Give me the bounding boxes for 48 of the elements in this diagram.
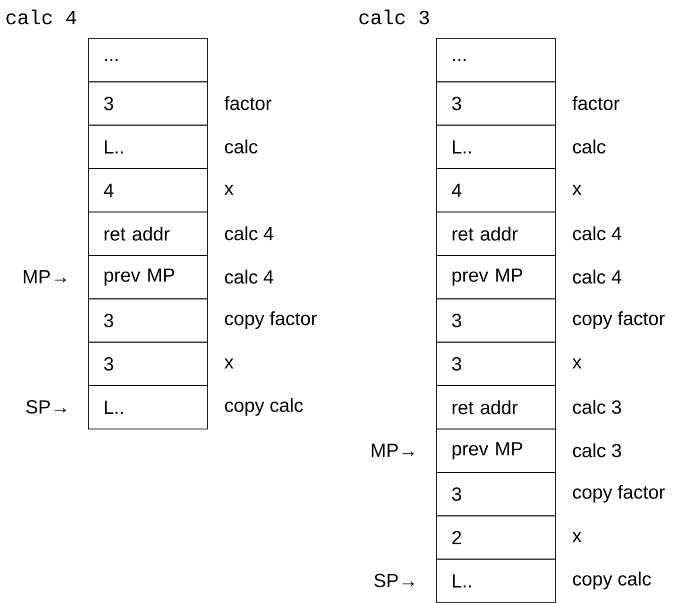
stack-cell: 2 [436, 515, 556, 560]
cell-note: copy calc [573, 572, 651, 590]
stack-cell: ... [436, 38, 556, 82]
cell-note: calc 4 [225, 226, 274, 240]
cell-note: x [224, 184, 234, 195]
cell-note: factor [572, 96, 620, 110]
stack-cell: 3 [436, 81, 556, 126]
stack-cell: 4 [436, 168, 556, 212]
cell-note: calc 3 [573, 400, 621, 414]
cell-note: x [224, 358, 234, 369]
stack-cell: 3 [436, 472, 556, 516]
cell-note: calc [573, 140, 606, 154]
pointer-label: MP→ [372, 444, 414, 457]
cell-note: x [572, 532, 582, 542]
cell-note: x [572, 358, 582, 369]
cell-note: calc [225, 140, 258, 154]
stack-cell: L.. [88, 124, 208, 169]
cell-note: calc 4 [573, 270, 622, 284]
stack-cell: 3 [88, 298, 208, 343]
pointer-label: MP→ [24, 270, 66, 284]
cell-note: copy factor [225, 311, 317, 329]
stack-cell: prev MP [88, 255, 208, 300]
stack-title: calc 3 [359, 10, 429, 24]
stack-cell: prev MP [436, 428, 556, 473]
cell-note: calc 3 [573, 443, 621, 458]
stack-cell: 3 [436, 342, 556, 386]
stack-cell: L.. [436, 558, 556, 603]
stack-cell: L.. [436, 124, 556, 169]
cell-note: x [572, 184, 582, 195]
pointer-label: SP→ [26, 400, 66, 414]
cell-note: calc 4 [225, 270, 274, 284]
cell-note: factor [224, 96, 272, 110]
stack-cell: 4 [88, 168, 208, 212]
stack-cell: 3 [88, 81, 208, 126]
stack-cell: 3 [436, 298, 556, 343]
stack-cell: ret addr [88, 212, 208, 256]
stack-cell: L.. [88, 385, 208, 430]
stack-title: calc 4 [6, 10, 76, 24]
pointer-label: SP→ [374, 574, 414, 588]
cell-note: copy factor [573, 484, 665, 503]
cell-note: copy calc [225, 398, 303, 416]
cell-note: copy factor [573, 311, 665, 329]
stack-cell: ret addr [436, 212, 556, 256]
stack-cell: ... [88, 38, 208, 82]
stack-cell: prev MP [436, 255, 556, 300]
stack-cell: ret addr [436, 385, 556, 430]
stack-cell: 3 [88, 342, 208, 386]
cell-note: calc 4 [573, 226, 622, 240]
